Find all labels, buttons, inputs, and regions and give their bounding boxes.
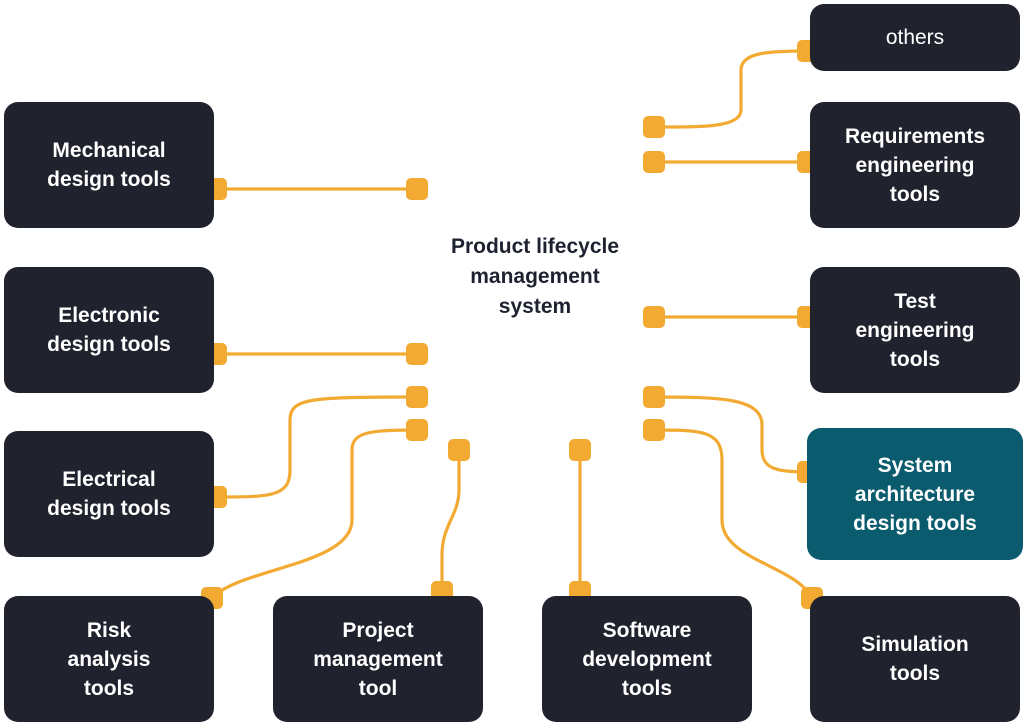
connector-system-architecture xyxy=(653,395,809,474)
connector-electrical xyxy=(215,395,418,499)
connector-pad xyxy=(448,439,470,461)
mechanical-design-box: Mechanical design tools xyxy=(4,102,214,228)
connector-pad xyxy=(643,116,665,138)
connector-pad xyxy=(406,178,428,200)
software-development-box: Software development tools xyxy=(542,596,752,722)
connector-pad xyxy=(643,151,665,173)
test-engineering-box: Test engineering tools xyxy=(810,267,1020,393)
others-box: others xyxy=(810,4,1020,71)
connector-pad xyxy=(406,386,428,408)
connector-pad xyxy=(643,306,665,328)
connector-pad xyxy=(406,343,428,365)
plm-system-label: Product lifecycle management system xyxy=(450,235,620,318)
connector-risk xyxy=(210,428,418,600)
connector-pad xyxy=(643,419,665,441)
risk-analysis-box: Risk analysis tools xyxy=(4,596,214,722)
connector-pad xyxy=(643,386,665,408)
connector-pad xyxy=(406,419,428,441)
connector-pad xyxy=(569,439,591,461)
connector-others xyxy=(653,49,809,129)
system-architecture-box: System architecture design tools xyxy=(807,428,1023,560)
requirements-engineering-box: Requirements engineering tools xyxy=(810,102,1020,228)
simulation-box: Simulation tools xyxy=(810,596,1020,722)
electrical-design-box: Electrical design tools xyxy=(4,431,214,557)
connector-project xyxy=(440,450,461,592)
connector-simulation xyxy=(653,428,814,599)
electronic-design-box: Electronic design tools xyxy=(4,267,214,393)
project-management-box: Project management tool xyxy=(273,596,483,722)
